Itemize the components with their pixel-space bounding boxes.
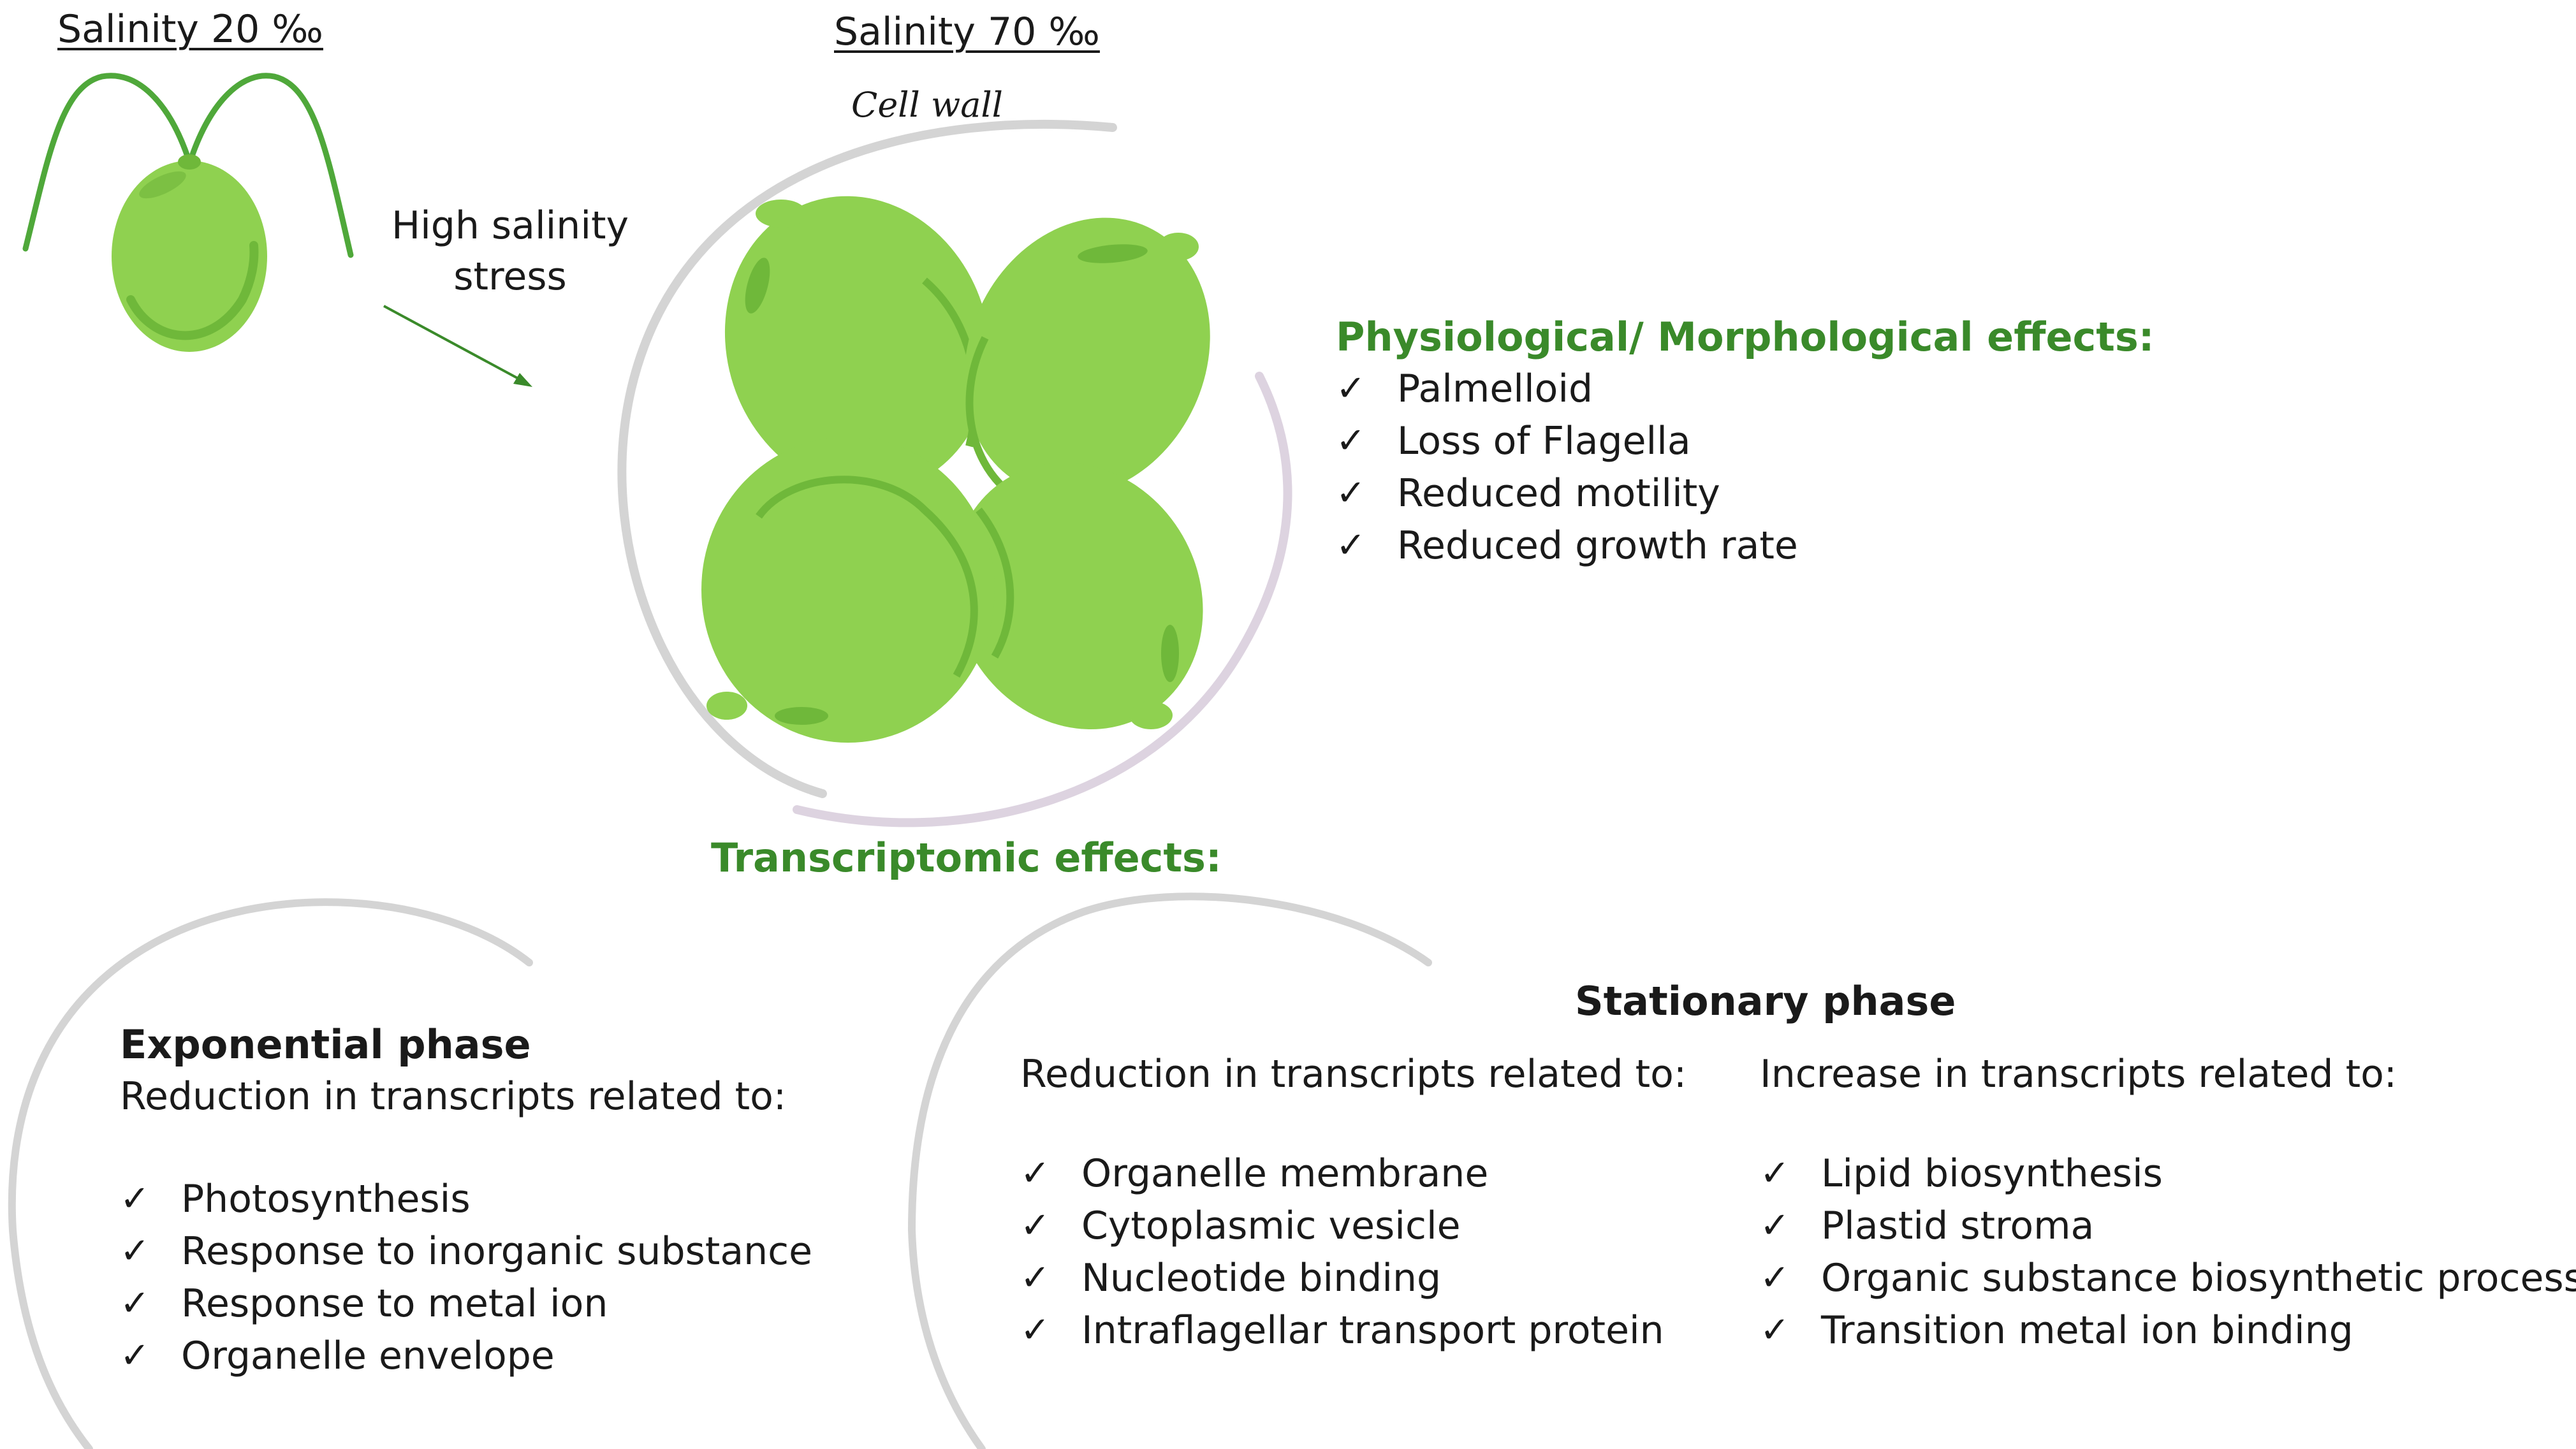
check-icon: ✓ (1336, 472, 1366, 514)
single-flagellated-cell (22, 73, 354, 352)
physiological-effects-list: ✓Palmelloid ✓Loss of Flagella ✓Reduced m… (1336, 363, 1798, 572)
transcriptomic-effects-title: Transcriptomic effects: (711, 834, 1222, 881)
exponential-phase-arc (8, 898, 533, 1449)
list-item: ✓Photosynthesis (120, 1173, 812, 1225)
check-icon: ✓ (1020, 1153, 1050, 1194)
salinity-20-label: Salinity 20 ‰ (57, 7, 323, 52)
cell-wall-circle (617, 120, 1292, 827)
salinity-70-label: Salinity 70 ‰ (834, 10, 1100, 54)
check-icon: ✓ (1020, 1205, 1050, 1246)
stationary-phase-title: Stationary phase (1575, 978, 1956, 1024)
flagellum-right (188, 73, 354, 258)
palmelloid-cell-top-right (964, 217, 1210, 497)
check-icon: ✓ (120, 1283, 150, 1324)
check-icon: ✓ (120, 1335, 150, 1376)
check-icon: ✓ (1760, 1257, 1790, 1299)
check-icon: ✓ (1760, 1205, 1790, 1246)
list-item: ✓Lipid biosynthesis (1760, 1147, 2576, 1200)
check-icon: ✓ (1760, 1153, 1790, 1194)
palmelloid-cell-bottom-left (701, 437, 995, 743)
list-item: ✓Organelle envelope (120, 1330, 812, 1382)
stress-label: High salinity stress (383, 200, 638, 302)
exponential-phase-title: Exponential phase (120, 1021, 531, 1068)
flagellum-left (22, 73, 191, 252)
list-item: ✓Response to metal ion (120, 1278, 812, 1330)
stress-label-line2: stress (453, 254, 567, 299)
list-item: ✓Intraflagellar transport protein (1020, 1304, 1664, 1357)
check-icon: ✓ (1760, 1309, 1790, 1351)
check-icon: ✓ (1336, 420, 1366, 462)
check-icon: ✓ (1336, 368, 1366, 409)
stationary-increase-list: ✓Lipid biosynthesis ✓Plastid stroma ✓Org… (1760, 1147, 2576, 1357)
palmelloid-cluster (701, 196, 1210, 743)
stationary-increase-subtitle: Increase in transcripts related to: (1760, 1052, 2397, 1096)
list-item: ✓Nucleotide binding (1020, 1252, 1664, 1304)
list-item: ✓Reduced growth rate (1336, 520, 1798, 572)
list-item: ✓Reduced motility (1336, 467, 1798, 520)
stationary-phase-arc (907, 892, 1432, 1449)
list-item: ✓Organic substance biosynthetic process (1760, 1252, 2576, 1304)
list-item: ✓Plastid stroma (1760, 1200, 2576, 1252)
physiological-effects-title: Physiological/ Morphological effects: (1336, 314, 2155, 360)
list-item: ✓Organelle membrane (1020, 1147, 1664, 1200)
stationary-reduction-subtitle: Reduction in transcripts related to: (1020, 1052, 1687, 1096)
list-item: ✓Palmelloid (1336, 363, 1798, 415)
check-icon: ✓ (120, 1178, 150, 1220)
list-item: ✓Cytoplasmic vesicle (1020, 1200, 1664, 1252)
check-icon: ✓ (120, 1230, 150, 1272)
list-item: ✓Response to inorganic substance (120, 1225, 812, 1278)
check-icon: ✓ (1020, 1309, 1050, 1351)
check-icon: ✓ (1020, 1257, 1050, 1299)
check-icon: ✓ (1336, 525, 1366, 566)
exponential-phase-list: ✓Photosynthesis ✓Response to inorganic s… (120, 1173, 812, 1382)
stress-arrow (383, 305, 532, 387)
palmelloid-cell-bottom-right (952, 462, 1203, 730)
list-item: ✓Transition metal ion binding (1760, 1304, 2576, 1357)
list-item: ✓Loss of Flagella (1336, 415, 1798, 467)
stress-label-line1: High salinity (391, 203, 629, 248)
cell-wall-label: Cell wall (851, 85, 1003, 125)
exponential-phase-subtitle: Reduction in transcripts related to: (120, 1074, 787, 1119)
stationary-reduction-list: ✓Organelle membrane ✓Cytoplasmic vesicle… (1020, 1147, 1664, 1357)
